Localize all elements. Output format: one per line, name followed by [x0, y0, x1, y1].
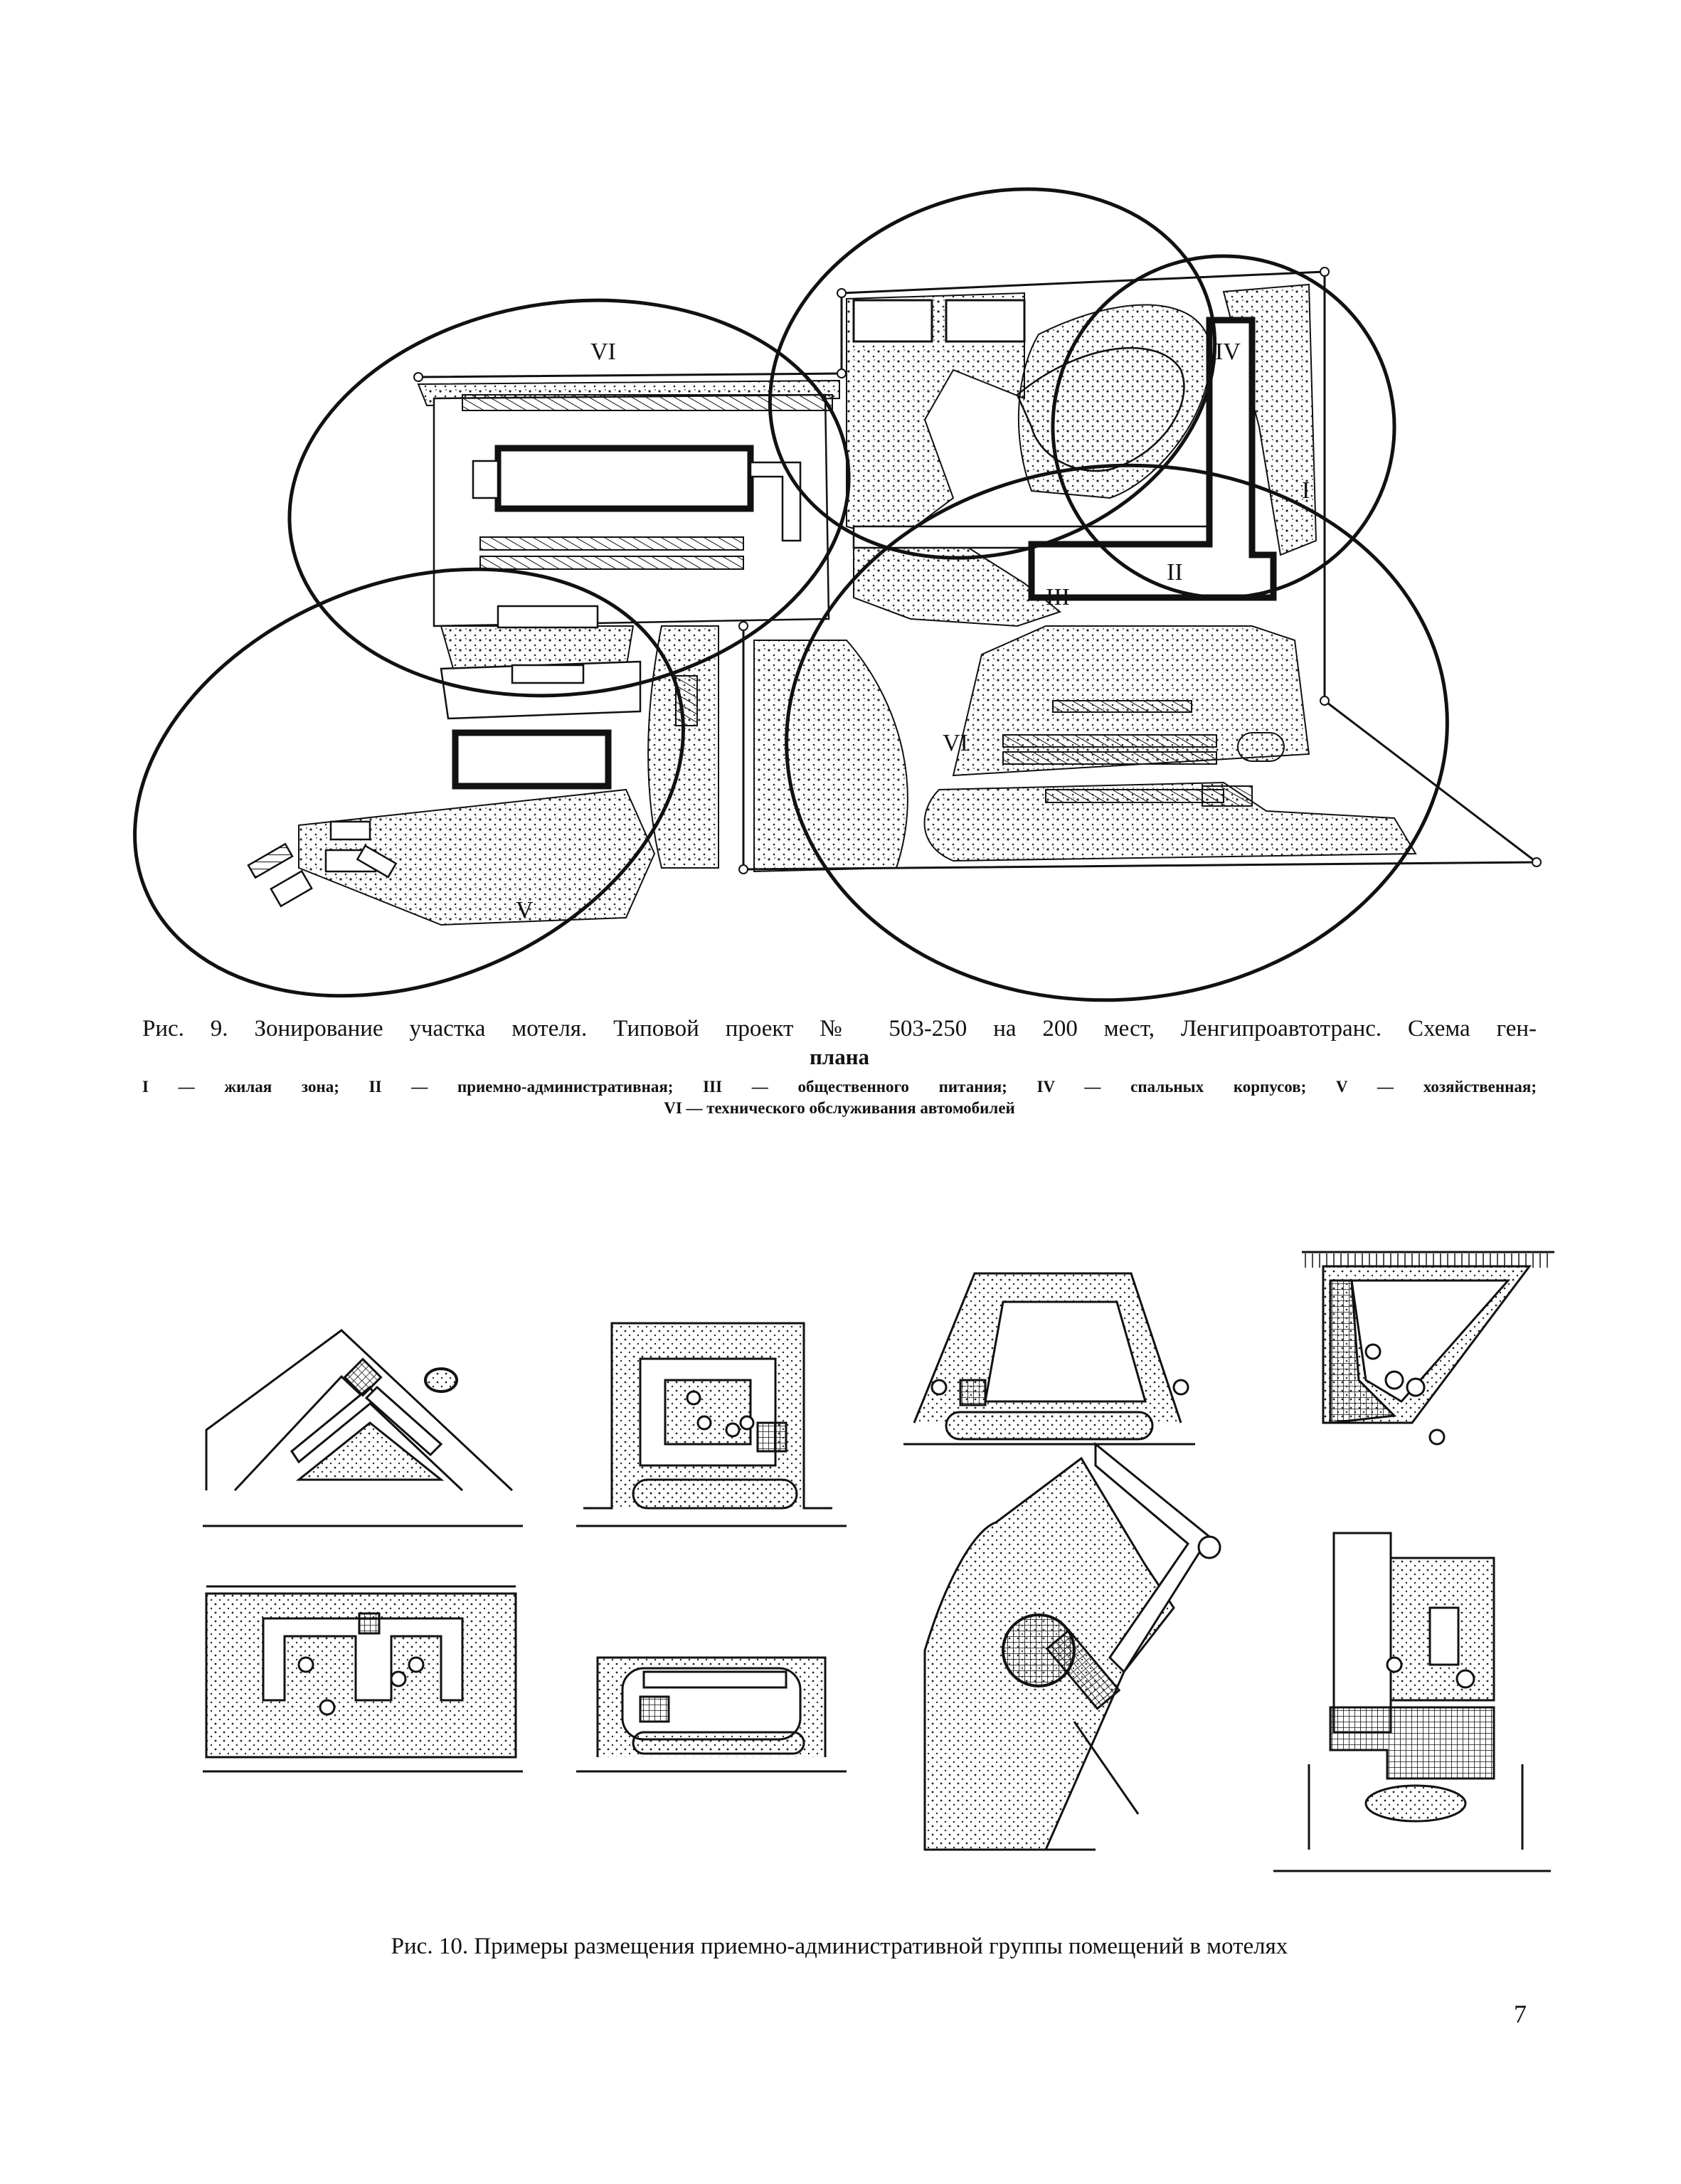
example-5-e-shape	[203, 1585, 523, 1773]
zone-label-iii: III	[1046, 584, 1070, 610]
zone-label-v: V	[516, 897, 534, 923]
buildings	[247, 299, 1285, 908]
zone-label-iv: IV	[1215, 339, 1241, 365]
figure-9-legend-line-2: VI — технического обслуживания автомобил…	[664, 1099, 1015, 1117]
site-nodes	[413, 267, 1542, 874]
figure-10-layout-examples	[203, 1251, 1554, 1872]
example-8-tall-block	[1273, 1532, 1551, 1872]
zone-label-vi-bottom: VI	[943, 730, 968, 756]
example-7-round-hall	[923, 1441, 1221, 1851]
zone-label-i: I	[1302, 477, 1310, 504]
example-4-corner	[1302, 1251, 1554, 1446]
example-6-bar	[576, 1656, 847, 1773]
example-1-v-shape	[203, 1329, 523, 1527]
zone-label-vi-top: VI	[590, 339, 616, 365]
figure-10-caption: Рис. 10. Примеры размещения приемно-адми…	[391, 1934, 1288, 1959]
zone-label-ii: II	[1167, 559, 1183, 585]
example-3-trapezoid	[903, 1272, 1195, 1446]
figure-9-caption-continuation: плана	[809, 1044, 870, 1069]
zone-labels: VI VI V I II III IV	[516, 339, 1310, 923]
example-2-courtyard	[576, 1322, 847, 1527]
page-number: 7	[1514, 2000, 1527, 2028]
figure-9-caption-title: Рис. 9. Зонирование участка мотеля. Типо…	[142, 1016, 1537, 1041]
figure-9-site-zoning-plan: VI VI V I II III IV	[133, 187, 1542, 1002]
figure-9-legend-line-1: I — жилая зона; II — приемно-администрат…	[142, 1078, 1537, 1096]
zone-boundaries	[133, 187, 1449, 1002]
